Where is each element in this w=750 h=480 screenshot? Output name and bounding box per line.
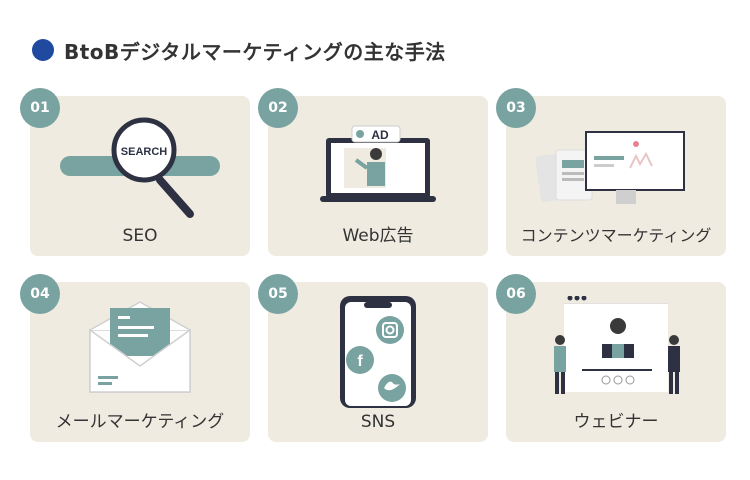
card-number: 06 [496, 274, 536, 314]
card-label: コンテンツマーケティング [520, 226, 712, 245]
card-number: 03 [496, 88, 536, 128]
card-seo: 01 SEARCH SEO [20, 88, 250, 256]
svg-text:f: f [357, 353, 363, 370]
card-label: メールマーケティング [55, 412, 225, 432]
card-webinar: 06 ウェビナー [496, 274, 726, 442]
card-label: SNS [360, 412, 396, 432]
content-documents-icon [535, 131, 685, 204]
card-number: 05 [258, 274, 298, 314]
title-bullet-icon [32, 39, 54, 61]
page-header: BtoBデジタルマーケティングの主な手法 [32, 36, 446, 64]
webinar-screen-icon [554, 296, 680, 394]
card-content-marketing: 03 コンテンツマーケティング [496, 88, 726, 256]
envelope-icon [89, 301, 191, 393]
ad-monitor-icon: AD [320, 125, 436, 202]
card-email-marketing: 04 メールマーケティング [20, 274, 250, 442]
ad-word: AD [371, 128, 389, 142]
card-label: SEO [122, 226, 158, 246]
card-number: 02 [258, 88, 298, 128]
card-number: 01 [20, 88, 60, 128]
card-web-ad: 02 AD Web広告 [258, 88, 488, 256]
card-label: Web広告 [342, 226, 414, 246]
smartphone-social-icon: f [340, 296, 416, 408]
card-sns: 05 f SNS [258, 274, 488, 442]
magnifier-search-icon: SEARCH [60, 117, 220, 218]
search-word: SEARCH [121, 146, 168, 158]
card-number: 04 [20, 274, 60, 314]
page-title: BtoBデジタルマーケティングの主な手法 [64, 39, 446, 64]
card-label: ウェビナー [573, 412, 659, 432]
